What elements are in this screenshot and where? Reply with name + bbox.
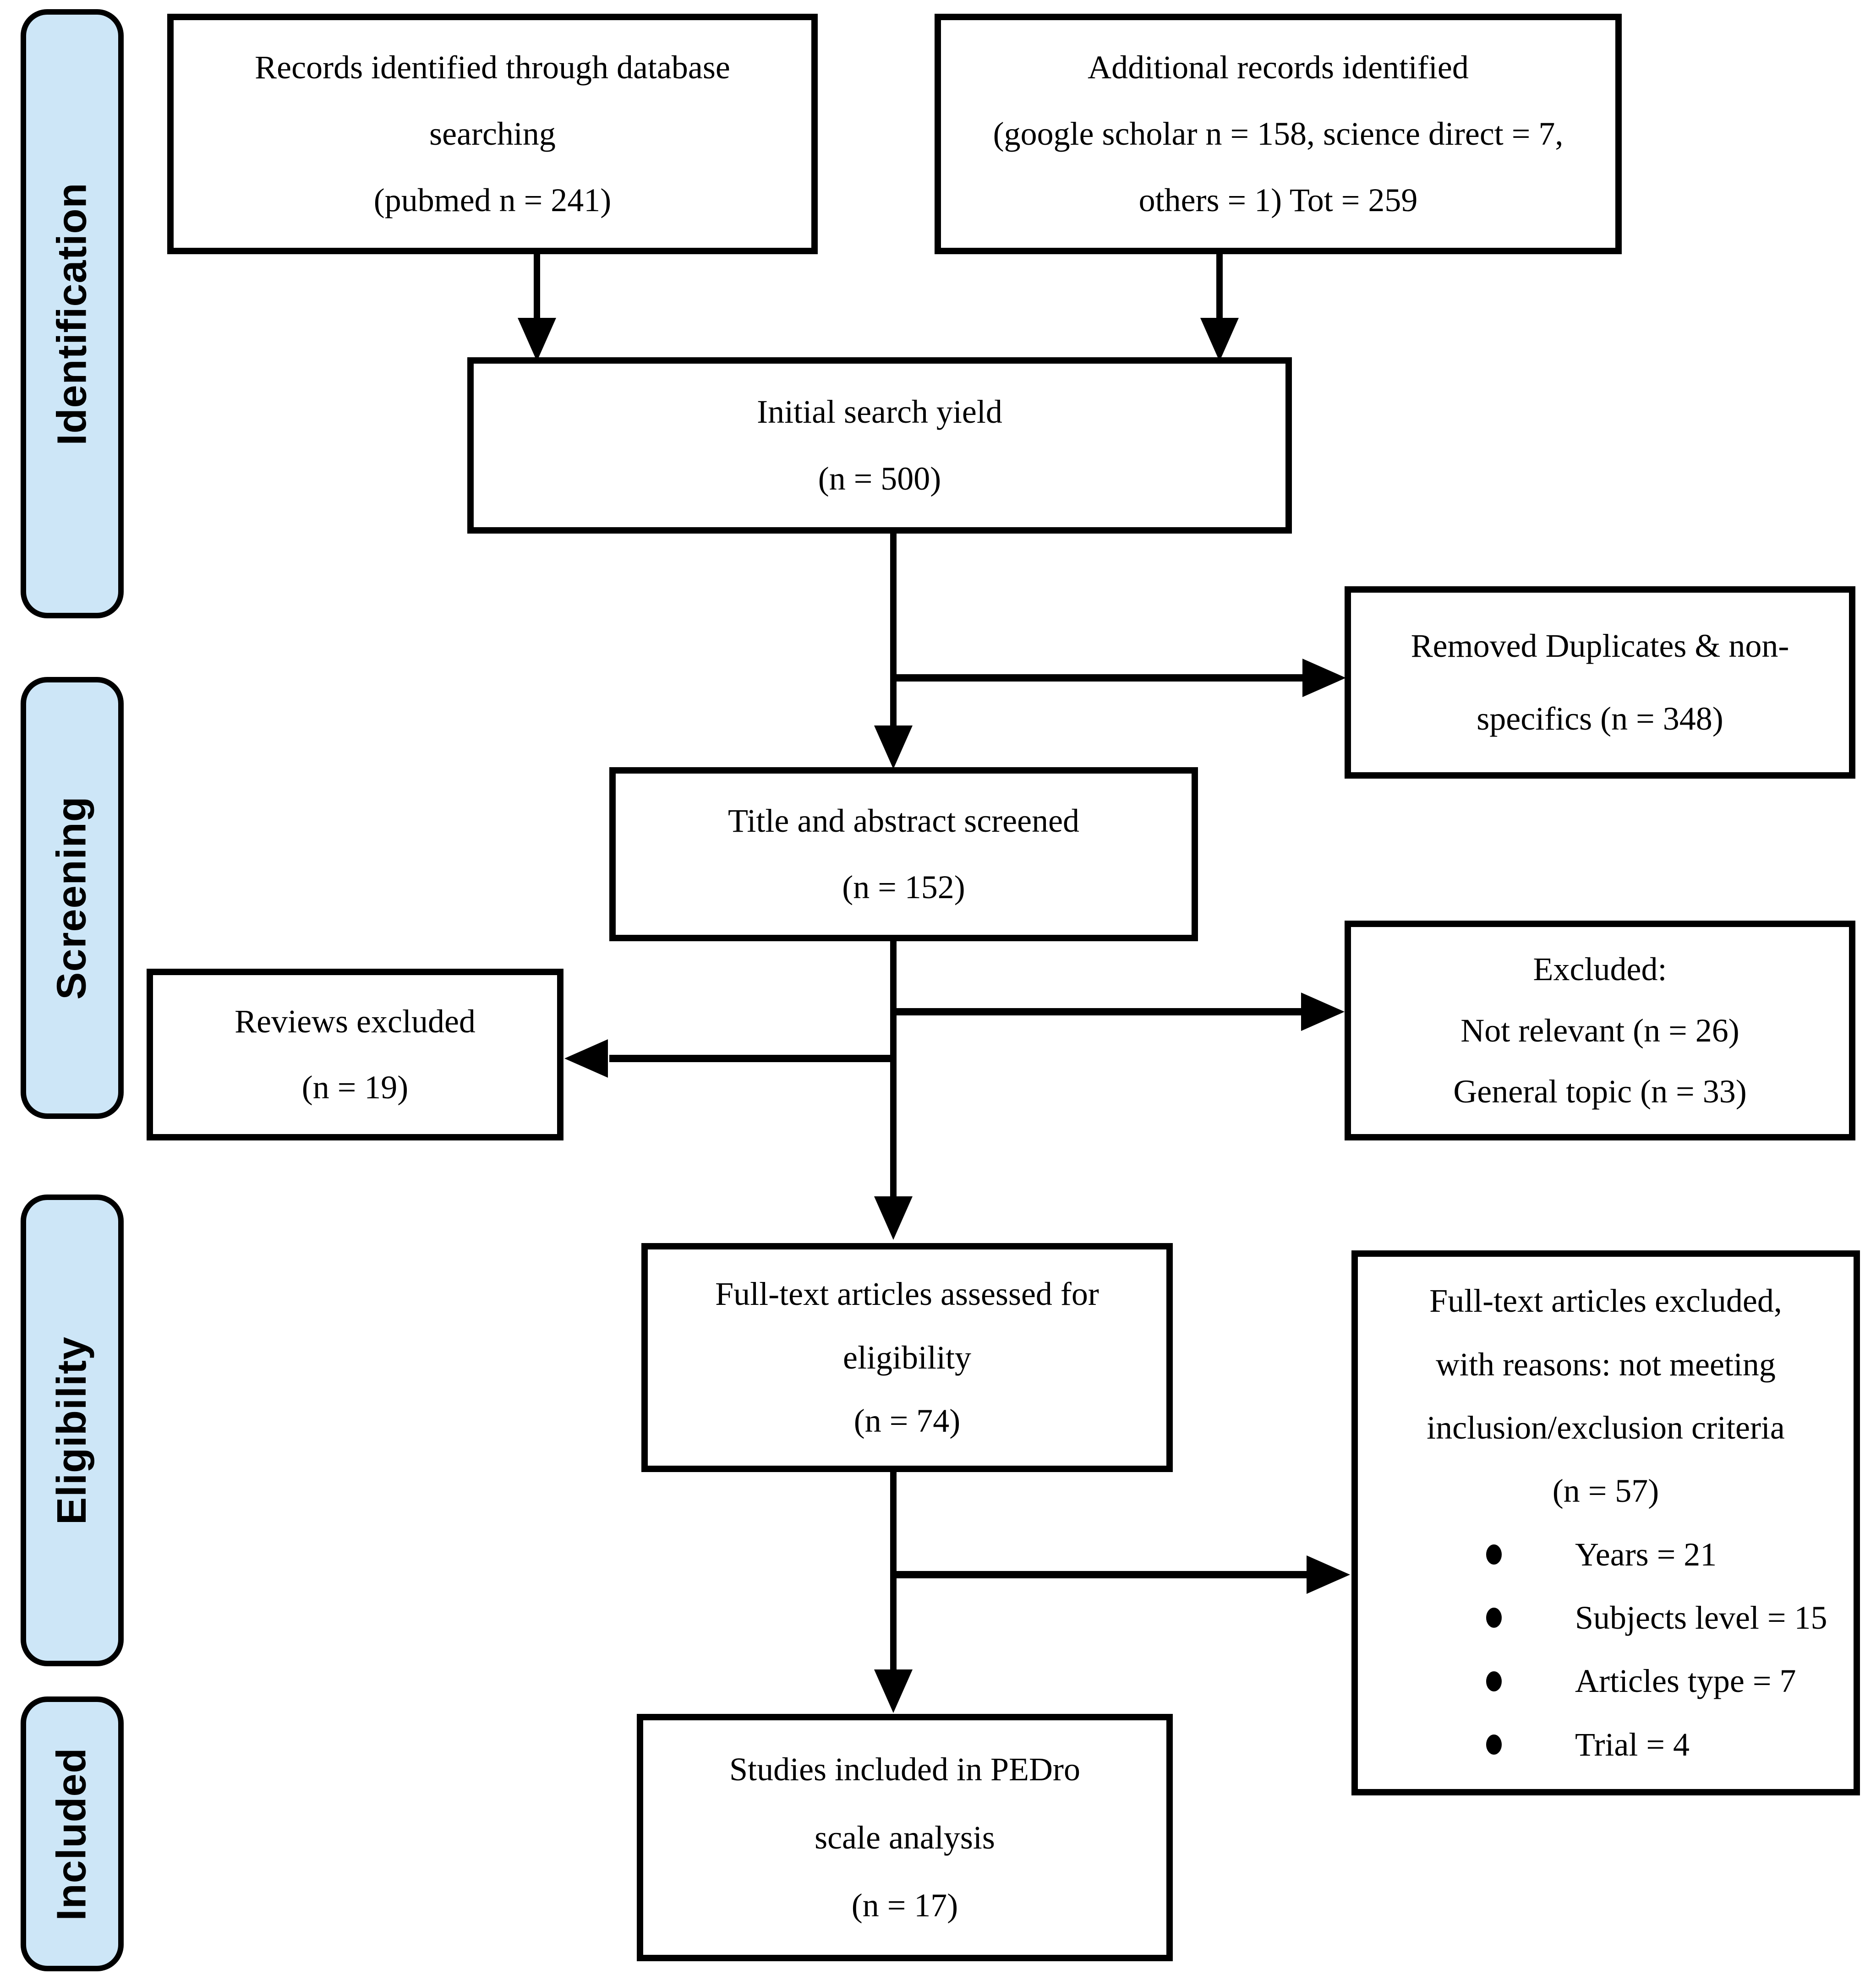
phase-included: Included: [21, 1696, 124, 1971]
box-additional-records-line2: (google scholar n = 158, science direct …: [993, 115, 1564, 152]
box-removed-duplicates-line2: specifics (n = 348): [1477, 700, 1723, 737]
box-fulltext-excluded: Full-text articles excluded, with reason…: [1351, 1250, 1860, 1795]
box-fulltext-excluded-line2: with reasons: not meeting: [1436, 1346, 1776, 1383]
arrow-down-icon: [518, 318, 556, 361]
arrow-down-icon: [1200, 318, 1239, 361]
bullet-icon: [1486, 1735, 1502, 1755]
box-studies-included-line3: (n = 17): [851, 1887, 958, 1924]
connector-screened-to-fulltext: [890, 939, 897, 1200]
box-excluded-line3: General topic (n = 33): [1453, 1073, 1747, 1110]
exclusion-reason-trial: Trial = 4: [1575, 1726, 1690, 1763]
phase-included-label: Included: [49, 1747, 95, 1921]
phase-identification: Identification: [21, 9, 124, 618]
box-title-abstract-screened-line1: Title and abstract screened: [727, 802, 1080, 839]
box-fulltext-excluded-line4: (n = 57): [1552, 1473, 1659, 1510]
box-additional-records: Additional records identified (google sc…: [935, 14, 1622, 254]
box-records-database-line1: Records identified through database: [255, 49, 730, 86]
connector-initial-to-screened: [890, 531, 897, 733]
connector-branch-removed-duplicates: [890, 674, 1305, 682]
arrow-right-icon: [1307, 1555, 1350, 1594]
box-fulltext-assessed: Full-text articles assessed for eligibil…: [641, 1243, 1173, 1472]
connector-records-to-initial: [534, 253, 540, 321]
exclusion-reason-item: Articles type = 7: [1358, 1662, 1854, 1700]
box-additional-records-line1: Additional records identified: [1088, 49, 1469, 86]
box-fulltext-excluded-line3: inclusion/exclusion criteria: [1427, 1409, 1785, 1446]
exclusion-reason-item: Years = 21: [1358, 1536, 1854, 1574]
arrow-down-icon: [874, 1669, 913, 1713]
box-studies-included-line2: scale analysis: [815, 1819, 995, 1856]
box-excluded: Excluded: Not relevant (n = 26) General …: [1345, 921, 1855, 1140]
phase-screening-label: Screening: [49, 796, 95, 1000]
box-reviews-excluded: Reviews excluded (n = 19): [147, 969, 563, 1140]
connector-additional-to-initial: [1216, 253, 1223, 321]
box-reviews-excluded-line2: (n = 19): [301, 1069, 409, 1106]
box-studies-included: Studies included in PEDro scale analysis…: [637, 1714, 1173, 1961]
box-initial-search-yield: Initial search yield (n = 500): [467, 357, 1292, 534]
phase-eligibility: Eligibility: [21, 1195, 124, 1666]
arrow-left-icon: [564, 1039, 608, 1078]
exclusion-reason-years: Years = 21: [1575, 1536, 1717, 1573]
phase-screening: Screening: [21, 677, 124, 1119]
box-reviews-excluded-line1: Reviews excluded: [235, 1003, 476, 1040]
box-fulltext-assessed-line3: (n = 74): [853, 1402, 961, 1440]
box-fulltext-excluded-line1: Full-text articles excluded,: [1429, 1282, 1782, 1320]
bullet-icon: [1486, 1671, 1502, 1691]
exclusion-reason-item: Subjects level = 15: [1358, 1599, 1854, 1637]
box-fulltext-assessed-line1: Full-text articles assessed for: [715, 1275, 1099, 1312]
box-fulltext-assessed-line2: eligibility: [843, 1339, 971, 1376]
box-records-database-line2: searching: [429, 115, 556, 152]
box-initial-search-yield-line2: (n = 500): [818, 460, 941, 497]
connector-branch-reviews-excluded: [609, 1055, 890, 1062]
box-additional-records-line3: others = 1) Tot = 259: [1138, 182, 1418, 218]
box-records-database: Records identified through database sear…: [167, 14, 818, 254]
arrow-down-icon: [874, 725, 913, 769]
arrow-down-icon: [874, 1196, 913, 1240]
bullet-icon: [1486, 1608, 1502, 1628]
exclusion-reason-item: Trial = 4: [1358, 1726, 1854, 1764]
box-excluded-line2: Not relevant (n = 26): [1460, 1012, 1739, 1049]
box-initial-search-yield-line1: Initial search yield: [757, 393, 1002, 430]
box-removed-duplicates-line1: Removed Duplicates & non-: [1411, 627, 1789, 665]
phase-eligibility-label: Eligibility: [49, 1336, 95, 1525]
box-removed-duplicates: Removed Duplicates & non- specifics (n =…: [1345, 586, 1855, 779]
box-title-abstract-screened: Title and abstract screened (n = 152): [609, 767, 1198, 941]
arrow-right-icon: [1302, 659, 1346, 697]
exclusion-reason-subjects: Subjects level = 15: [1575, 1599, 1827, 1636]
box-records-database-line3: (pubmed n = 241): [373, 182, 612, 218]
phase-identification-label: Identification: [49, 182, 95, 445]
box-title-abstract-screened-line2: (n = 152): [842, 869, 965, 905]
bullet-icon: [1486, 1544, 1502, 1565]
connector-branch-fulltext-excluded: [893, 1571, 1308, 1578]
arrow-right-icon: [1301, 993, 1345, 1031]
connector-branch-excluded: [893, 1008, 1303, 1015]
box-excluded-line1: Excluded:: [1533, 950, 1667, 987]
box-studies-included-line1: Studies included in PEDro: [729, 1751, 1080, 1788]
exclusion-reason-articles: Articles type = 7: [1575, 1663, 1796, 1700]
